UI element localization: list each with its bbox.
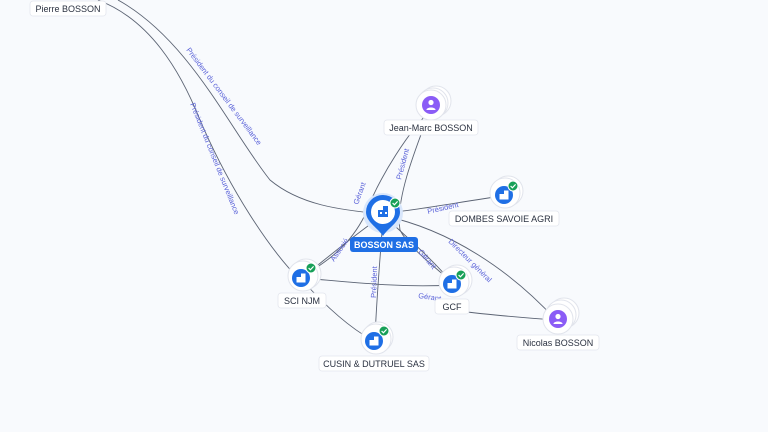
node-label-cusin: CUSIN & DUTRUEL SAS [323, 359, 425, 369]
edge-label-bosson-cusin: Président [369, 265, 379, 298]
person-icon [553, 313, 563, 324]
node-dombes[interactable]: DOMBES SAVOIE AGRI [448, 175, 560, 227]
node-label-pierre: Pierre BOSSON [35, 4, 100, 14]
building-icon [378, 206, 388, 217]
edge-label-bosson-sci: Associé [328, 236, 350, 263]
node-jean-marc[interactable]: Jean-Marc BOSSON [383, 85, 479, 136]
node-pierre[interactable]: Pierre BOSSON [29, 0, 107, 17]
edge-label-pierre-sci: Président du conseil de surveillance [188, 101, 241, 215]
node-nicolas[interactable]: Nicolas BOSSON [516, 297, 600, 351]
edge-label-jm-bosson: Gérant [351, 180, 368, 205]
node-gcf[interactable]: GCF [434, 264, 473, 315]
node-label-sci-njm: SCI NJM [284, 296, 320, 306]
node-label-jean-marc: Jean-Marc BOSSON [389, 123, 473, 133]
verified-check-icon [507, 180, 519, 192]
verified-check-icon [455, 269, 467, 281]
verified-check-icon [378, 325, 390, 337]
building-icon [296, 273, 306, 283]
verified-check-icon [389, 197, 401, 209]
node-label-gcf: GCF [443, 302, 463, 312]
edge-sci-cusin [301, 279, 373, 341]
edge-pierre-bosson: Président du conseil de surveillance [117, 0, 383, 215]
node-cusin[interactable]: CUSIN & DUTRUEL SAS [318, 321, 430, 372]
node-bosson-sas[interactable]: BOSSON SAS [350, 193, 418, 252]
node-sci-njm[interactable]: SCI NJM [277, 258, 327, 309]
edge-pierre-sci: Président du conseil de surveillance [97, 0, 301, 281]
edge-label-jm-gcf: Président [394, 147, 411, 181]
edge-nicolas-bosson: Directeur général [384, 215, 557, 321]
verified-check-icon [305, 262, 317, 274]
node-label-bosson-sas: BOSSON SAS [354, 240, 414, 250]
building-icon [447, 279, 457, 289]
node-label-nicolas: Nicolas BOSSON [523, 338, 594, 348]
edge-label-pierre-bosson: Président du conseil de surveillance [184, 46, 263, 147]
building-icon [499, 190, 509, 200]
node-label-dombes: DOMBES SAVOIE AGRI [455, 214, 553, 224]
building-icon [369, 336, 379, 346]
person-icon [426, 99, 436, 110]
